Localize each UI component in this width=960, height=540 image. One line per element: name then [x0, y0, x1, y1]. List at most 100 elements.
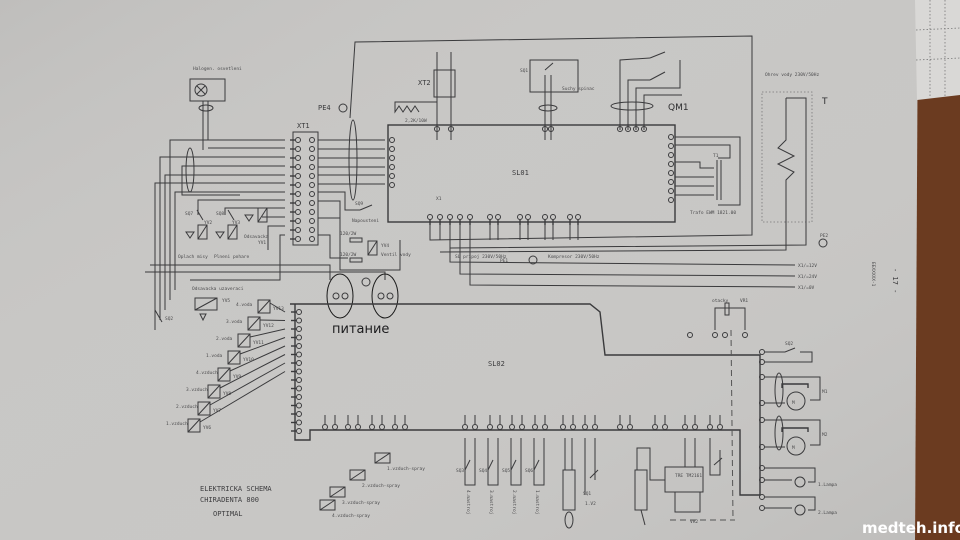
vr2-label: VR2 — [690, 519, 698, 525]
grid-paper-lines — [915, 0, 960, 98]
trafo-label: Trafo EWM 1821.00 — [690, 210, 736, 216]
terminal — [625, 126, 631, 132]
terminal — [309, 137, 315, 143]
ohrev-label: Ohrev vody 230V/50Hz — [765, 72, 819, 78]
cable-bundle — [185, 147, 195, 193]
terminal — [291, 334, 302, 341]
left-wiring — [145, 139, 401, 330]
terminal — [668, 197, 674, 203]
dashed-cable — [730, 329, 734, 521]
terminal — [389, 173, 395, 179]
terminal — [379, 424, 385, 430]
terminal — [617, 126, 623, 132]
terminal — [759, 417, 765, 423]
switch-sub-label: 4.nastroj — [465, 490, 471, 514]
terminal — [309, 173, 315, 179]
terminal — [309, 191, 315, 197]
terminal — [290, 227, 301, 233]
watermark: medteh.info — [862, 519, 960, 537]
control-module: TRE TM2161 — [664, 438, 704, 513]
terminal — [668, 161, 674, 167]
terminal — [617, 424, 623, 430]
terminal — [542, 126, 548, 132]
terminal — [759, 400, 765, 406]
bottom-valve: 2.vzduch-spray — [349, 469, 400, 489]
terminal — [462, 424, 468, 430]
terminal — [627, 424, 633, 430]
valve-id: YV9 — [233, 374, 241, 380]
motor-m-label: M — [792, 400, 795, 406]
terminal — [519, 424, 525, 430]
bottom-valve: 1.vzduch-spray — [374, 452, 425, 472]
terminal — [291, 402, 302, 409]
terminal — [707, 424, 713, 430]
bottom-valve-label: 3.vzduch-spray — [342, 500, 380, 506]
terminal — [309, 164, 315, 170]
terminal — [668, 152, 674, 158]
yv5-label: YV5 — [222, 298, 230, 304]
sq9-sub-label: Napousteni — [352, 218, 379, 224]
terminal — [457, 214, 463, 225]
handpiece-2 — [634, 447, 665, 526]
sl02-board: SL02 YV134.vodaYV123.vodaYV112.vodaYV101… — [166, 299, 765, 519]
terminal — [322, 424, 328, 430]
terminal — [692, 424, 698, 430]
terminal — [652, 424, 658, 430]
paper-shading — [0, 0, 918, 540]
terminal — [389, 182, 395, 188]
terminal — [447, 214, 453, 225]
motor-m2: M M2 — [765, 415, 828, 456]
terminal — [759, 465, 765, 471]
terminal — [290, 173, 301, 179]
halogen-lamp: Halogen. osvetleni — [189, 66, 242, 150]
sq2-switch: SQ2 — [765, 341, 813, 363]
switch-label: SQ3 — [456, 468, 464, 474]
terminal — [291, 385, 302, 392]
ground-icon-pe4 — [338, 103, 348, 113]
vzduch-label: 1.V2 — [585, 501, 596, 507]
xt1-label: XT1 — [297, 122, 310, 130]
terminal — [497, 424, 503, 430]
sq2-label: SQ2 — [785, 341, 793, 347]
yv3-label: YV3 — [232, 220, 240, 226]
terminal — [567, 214, 573, 225]
terminal — [291, 428, 302, 434]
terminal — [509, 424, 515, 430]
terminal — [560, 424, 566, 430]
x1-label: X1 — [436, 196, 442, 202]
cable-bundle — [348, 119, 358, 201]
sq1-switch: SQ1 Suchy spinac — [520, 59, 595, 140]
motor-m1: M M1 — [765, 372, 828, 411]
yv4-label: YV4 — [381, 243, 389, 249]
output-wires — [449, 228, 796, 288]
plneni-label: Plneni pohare — [214, 254, 250, 260]
ground-icon — [361, 277, 371, 287]
pe2-label: PE2 — [820, 233, 828, 239]
vr1-label: VR1 — [740, 298, 748, 304]
switch-label: SQ5 — [502, 468, 510, 474]
yv4-sub-label: Ventil vody — [381, 252, 411, 258]
yv5-sub-label: Odsavacka uzaveraci — [192, 286, 244, 292]
terminal — [309, 227, 315, 233]
terminal — [759, 359, 765, 365]
sq9-switch: SQ9 Napousteni — [352, 201, 379, 224]
terminal — [542, 424, 548, 430]
bottom-valve-label: 4.vzduch-spray — [332, 513, 370, 519]
terminal — [332, 424, 338, 430]
terminal — [291, 377, 302, 383]
lamp-1: 1.Lampa — [765, 467, 837, 488]
potentiometer-vr1: otacky VR1 — [712, 298, 748, 330]
switch-sub-label: 2.nastroj — [511, 490, 517, 514]
terminal — [290, 200, 301, 206]
schema-title-line2: CHIRADENTA 800 — [200, 496, 259, 504]
ground-icon-pe2 — [818, 238, 828, 248]
valve-label: 3.vzduch — [186, 387, 208, 393]
terminal — [570, 424, 576, 430]
switch-sub-label: 1.nastroj — [534, 490, 540, 514]
terminal — [290, 164, 301, 170]
